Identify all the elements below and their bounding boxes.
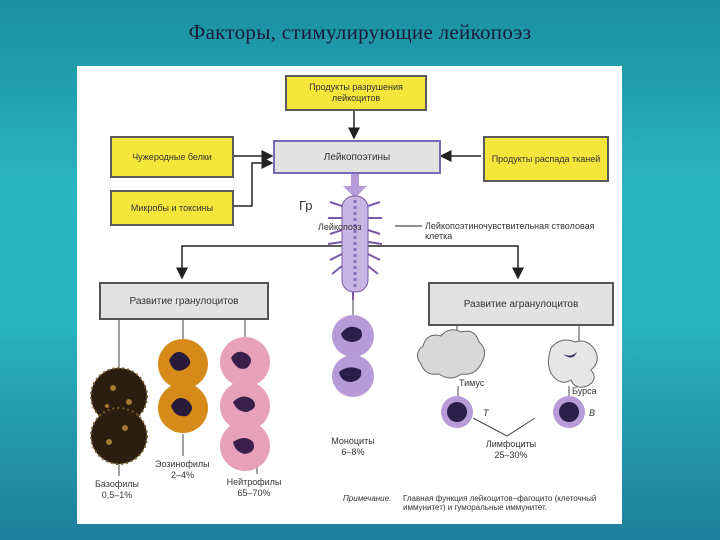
slide-title: Факторы, стимулирующие лейкопоэз <box>188 20 532 44</box>
note-text: Главная функция лейкоцитов–фагоцито (кле… <box>403 494 597 512</box>
neutrophil-cell-icon <box>220 337 270 471</box>
stem-cell-label: Лейкопоэтиночувствительная стволовая кле… <box>425 221 595 241</box>
thymus-icon <box>417 329 485 379</box>
t-lymphocyte-icon <box>441 396 473 428</box>
leukopoietins-box: Лейкопоэтины <box>273 140 441 174</box>
note-label: Примечание. <box>343 494 392 503</box>
thymus-label: Тимус <box>459 378 485 388</box>
stem-cell-icon <box>327 195 383 300</box>
gr-label: Гр <box>299 198 313 213</box>
granulocyte-development-box: Развитие гранулоцитов <box>99 282 269 320</box>
agranulocyte-development-box: Развитие агранулоцитов <box>428 282 614 326</box>
tissue-breakdown-products-box: Продукты распада тканей <box>483 136 609 182</box>
foreign-proteins-box: Чужеродные белки <box>110 136 234 178</box>
diagram-connectors <box>90 106 598 476</box>
neutrophils-label: Нейтрофилы <box>226 477 282 487</box>
eosinophil-cell-icon <box>158 339 208 433</box>
diagram-panel: Продукты разрушения лейкоцитов Лейкопоэт… <box>77 66 622 524</box>
lymphocytes-label: Лимфоциты <box>485 439 537 449</box>
b-label: B <box>589 408 596 418</box>
microbes-toxins-box: Микробы и токсины <box>110 190 234 226</box>
neutrophils-percent: 65–70% <box>237 488 271 498</box>
leukopoiesis-label: Лейкопоэз <box>318 222 362 232</box>
lymphocytes-percent: 25–30% <box>494 450 528 460</box>
basophils-label: Базофилы <box>95 479 139 489</box>
b-lymphocyte-icon <box>553 396 585 428</box>
monocytes-percent: 6–8% <box>341 447 365 457</box>
monocytes-label: Моноциты <box>331 436 375 446</box>
bursa-label: Бурса <box>572 386 597 396</box>
eosinophils-label: Эозинофилы <box>155 459 210 469</box>
eosinophils-percent: 2–4% <box>171 470 195 480</box>
leukocyte-breakdown-products-box: Продукты разрушения лейкоцитов <box>285 75 427 111</box>
basophils-percent: 0,5–1% <box>101 490 133 500</box>
basophil-cell-icon <box>90 367 148 465</box>
monocyte-cell-icon <box>332 315 374 397</box>
t-label: T <box>483 408 489 418</box>
bursa-icon <box>547 339 598 388</box>
